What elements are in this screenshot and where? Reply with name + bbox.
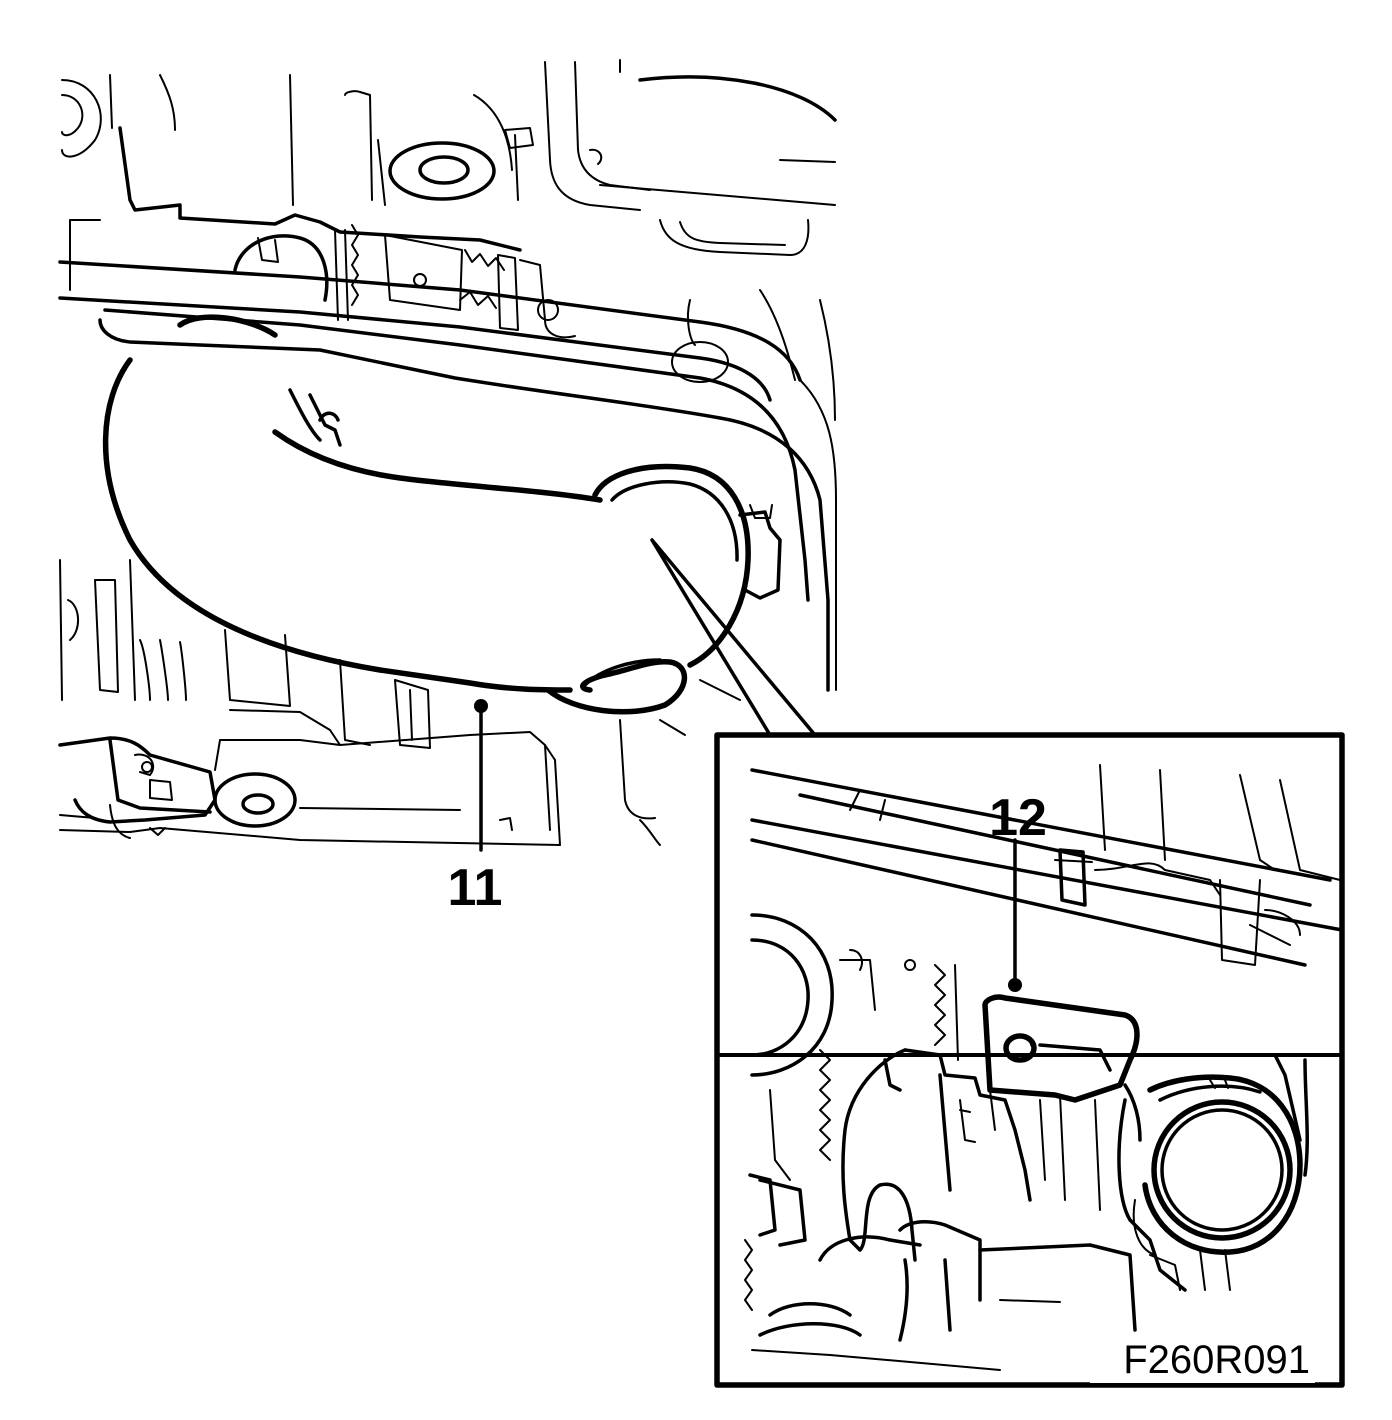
detail-pointer [650,538,817,737]
callout-11: 11 [448,859,503,917]
lower-bracket [58,559,741,846]
engine-background [109,59,837,421]
figure-code-backdrop [1090,1335,1315,1383]
intake-hose [102,314,782,715]
figure-code: F260R091 [1123,1338,1310,1382]
upper-rail [58,126,837,692]
upper-left-bolt [61,79,102,158]
timing-belt-area [233,224,576,339]
detail-inset [715,733,1344,1057]
detail-drawing [744,764,1344,1371]
leader-12 [1008,838,1022,992]
leader-11 [474,699,488,852]
callout-12: 12 [989,789,1047,847]
detail-inset-frame [714,732,1345,1388]
main-view [58,59,837,852]
